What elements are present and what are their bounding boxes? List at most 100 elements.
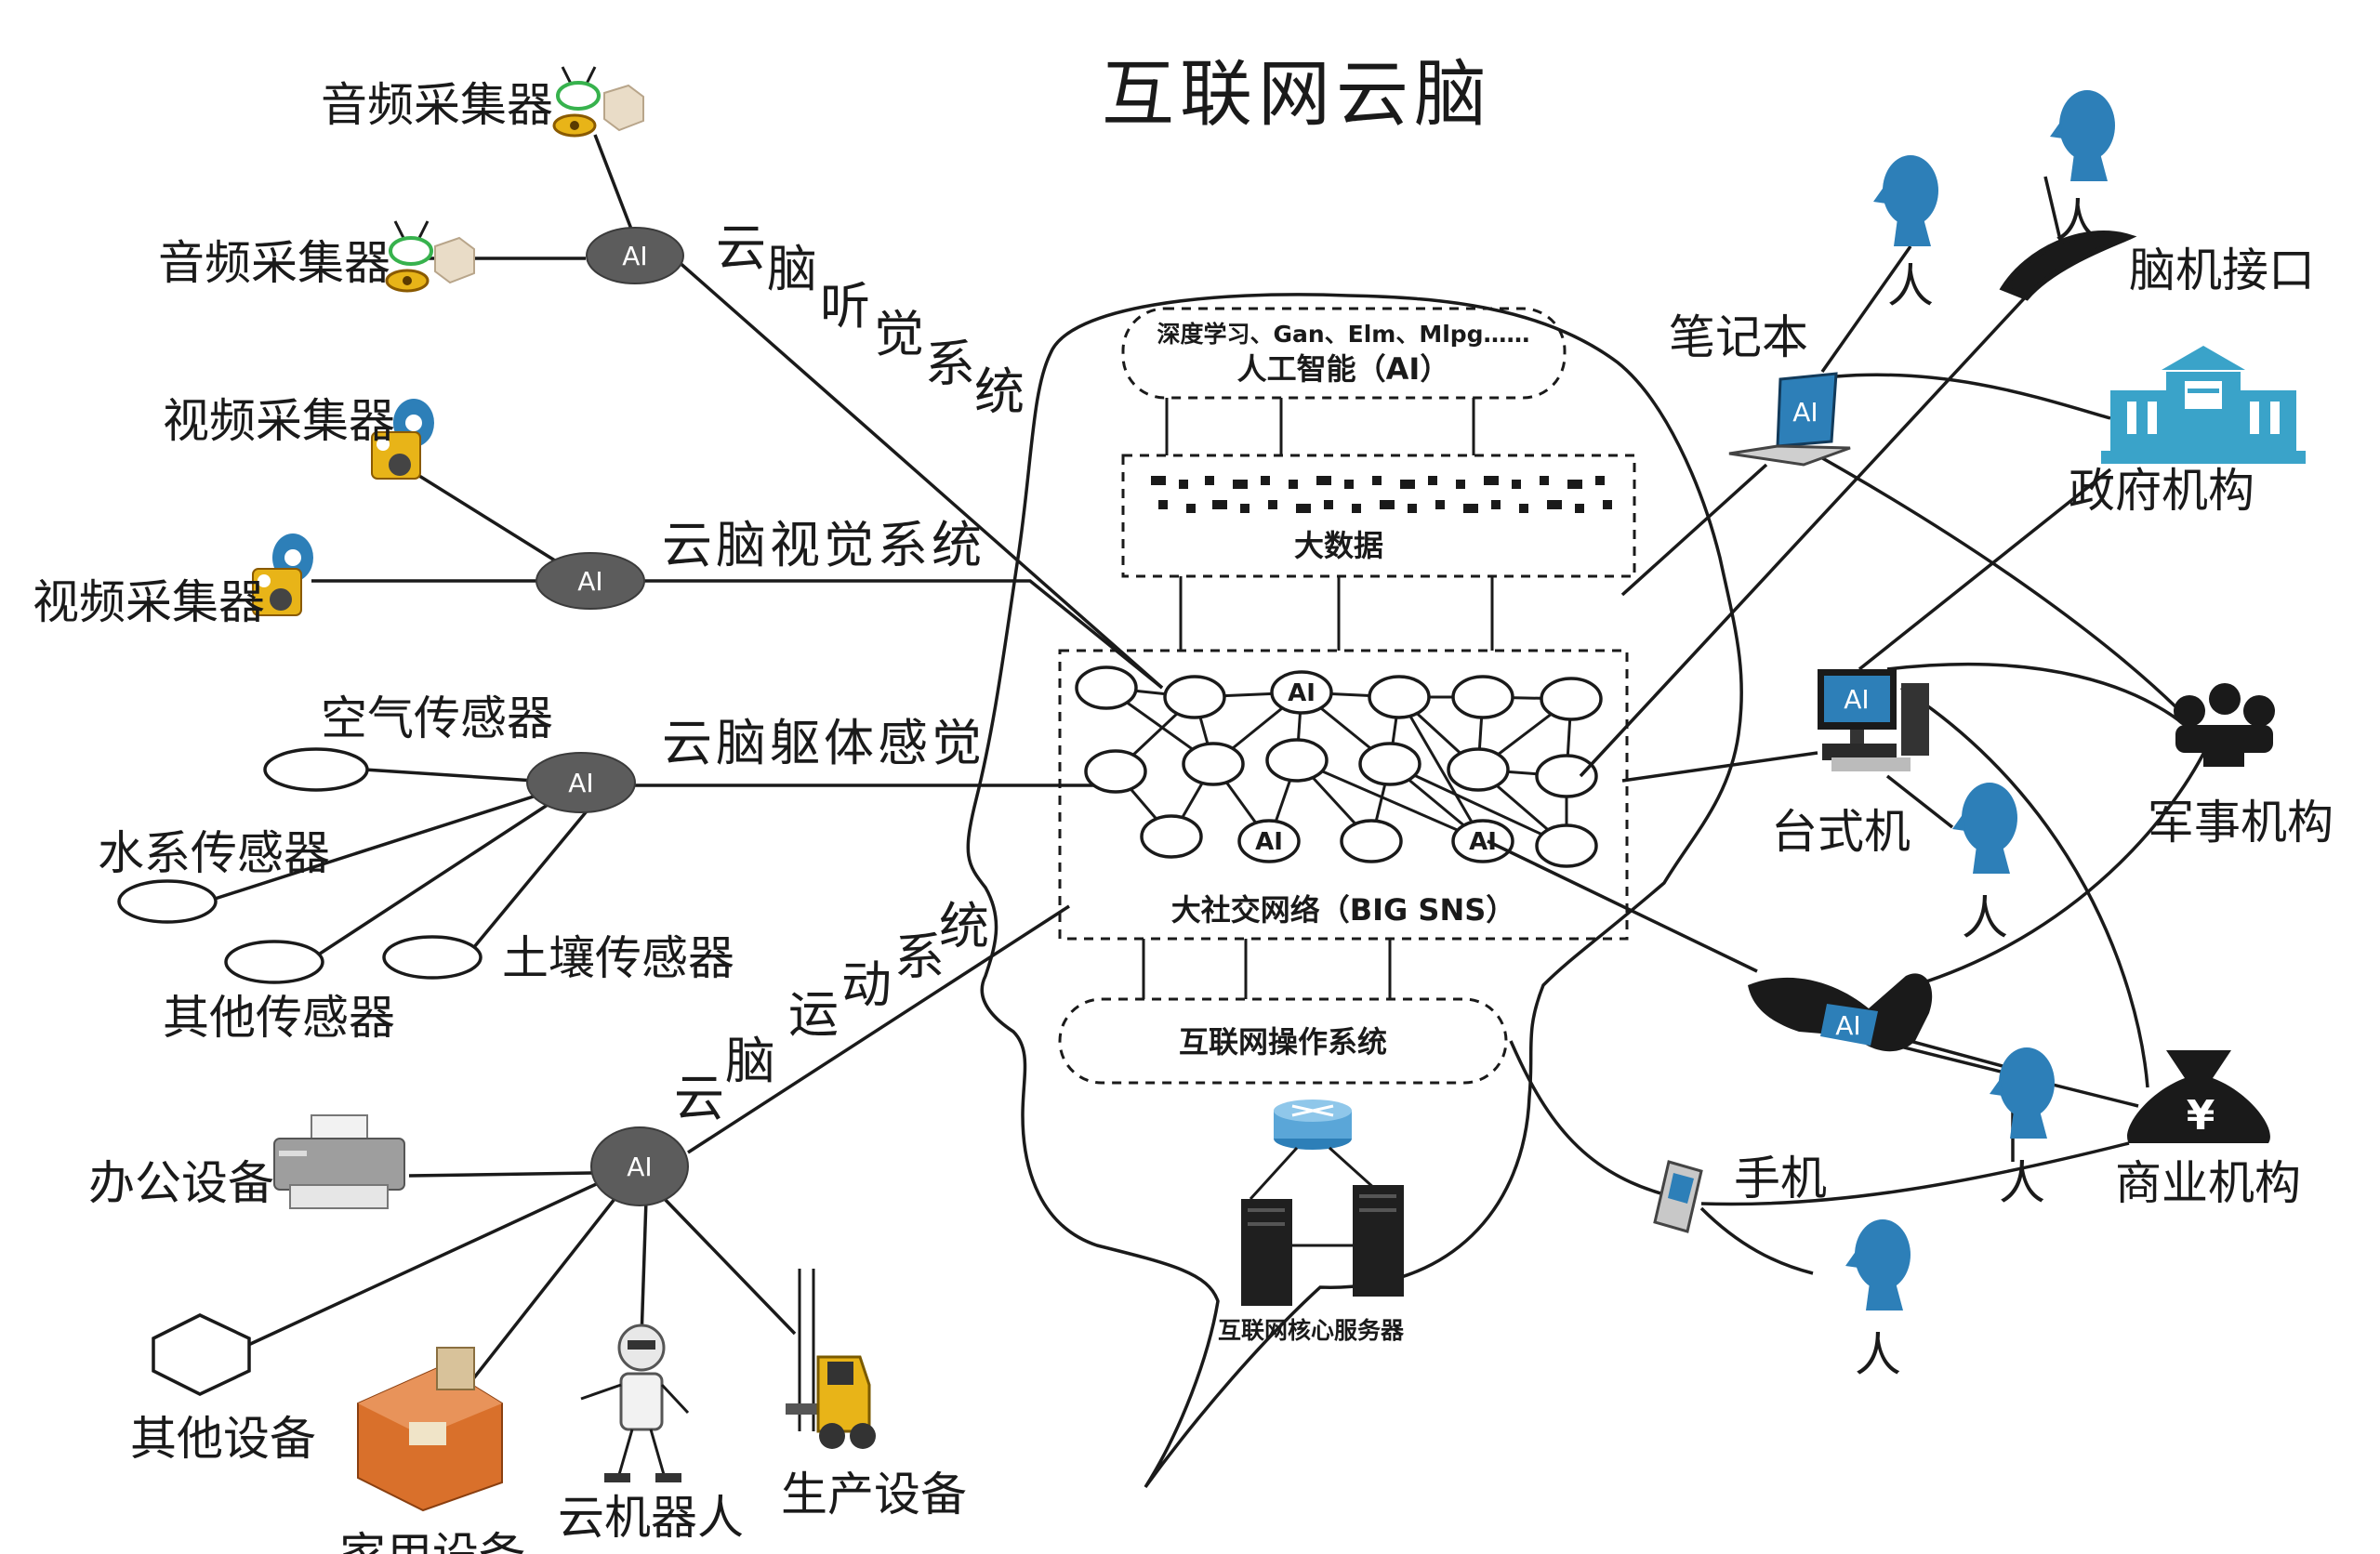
svg-text:动: 动 xyxy=(841,955,895,1014)
somatic-system-label: 云脑躯体感觉 xyxy=(662,714,985,772)
laptop-label: 笔记本 xyxy=(1669,310,1808,364)
person-icon-face xyxy=(1990,1078,2003,1096)
sns-ai-node-1 xyxy=(1270,670,1333,715)
big-data-dot xyxy=(1547,500,1562,509)
big-data-dot xyxy=(1512,480,1521,489)
video-collector-1-label: 视频采集器 xyxy=(163,394,395,448)
big-data-dot xyxy=(1400,480,1415,489)
visual-system-label: 云脑视觉系统 xyxy=(662,516,985,574)
person-icon-neck xyxy=(1866,1283,1903,1310)
person-icon-neck xyxy=(2070,153,2108,181)
soil-sensor-node xyxy=(382,935,483,980)
svg-text:系: 系 xyxy=(925,335,979,393)
big-data-dot xyxy=(1151,476,1166,485)
audio-collector-2-label: 音频采集器 xyxy=(158,236,390,290)
person-label-4: 人 xyxy=(1999,1156,2045,1210)
person-icon xyxy=(2059,90,2115,161)
person-icon-face xyxy=(1873,186,1886,204)
motor-system-label: 云 脑 运 动 系 统 xyxy=(674,897,989,1127)
ai-hub-audio xyxy=(586,227,684,284)
office-equipment-label: 办公设备 xyxy=(88,1156,274,1210)
ai-hub-devices-label: AI xyxy=(627,1152,652,1182)
svg-text:AI: AI xyxy=(1844,684,1869,715)
person-label-3: 人 xyxy=(1962,891,2008,945)
svg-text:AI: AI xyxy=(1835,1010,1860,1041)
big-data-dot xyxy=(1205,476,1214,485)
big-data-dot xyxy=(1261,476,1270,485)
video-collector-2-icon xyxy=(252,533,313,616)
big-data-dot xyxy=(1540,476,1549,485)
business-label: 商业机构 xyxy=(2115,1156,2301,1210)
big-data-dot xyxy=(1435,500,1445,509)
diagram-title: 互联网云脑 xyxy=(1102,53,1492,137)
video-collector-1-icon xyxy=(371,399,434,480)
svg-text:AI: AI xyxy=(1792,397,1818,428)
big-data-dot xyxy=(1519,504,1528,513)
person-icons xyxy=(1845,90,2115,1310)
internet-os-box xyxy=(1058,997,1508,1085)
big-data-dot xyxy=(1186,504,1196,513)
core-servers-label: 互联网核心服务器 xyxy=(1218,1317,1405,1344)
person-label-5: 人 xyxy=(1855,1328,1901,1382)
svg-text:脑: 脑 xyxy=(767,240,821,298)
printer-icon xyxy=(273,1114,405,1209)
desktop-computer-icon: AI xyxy=(1818,669,1929,771)
home-equipment-icon xyxy=(357,1347,503,1512)
person-icon-neck xyxy=(1894,218,1931,246)
person-icon xyxy=(1883,155,1938,226)
cloud-robot-label: 云机器人 xyxy=(558,1491,744,1545)
sns-network-nodes xyxy=(1075,665,1603,868)
money-bag-icon: ¥ xyxy=(2127,1050,2270,1143)
bci-headset-icon xyxy=(1999,230,2137,301)
person-icon-neck xyxy=(1973,846,2010,874)
person-icon xyxy=(1999,1047,2055,1118)
svg-text:系: 系 xyxy=(894,928,948,986)
soil-sensor-label: 土壤传感器 xyxy=(502,931,734,985)
big-data-dot xyxy=(1408,504,1417,513)
server-rack-icon-2 xyxy=(1353,1185,1404,1297)
big-data-dot xyxy=(1212,500,1227,509)
svg-text:运: 运 xyxy=(788,985,842,1044)
big-data-dot xyxy=(1352,504,1361,513)
sns-ai-node-3 xyxy=(1451,819,1514,863)
home-equipment-label: 家用设备 xyxy=(339,1528,525,1554)
big-data-dot xyxy=(1158,500,1168,509)
air-sensor-node xyxy=(263,747,369,792)
military-icon xyxy=(2174,683,2275,767)
big-data-dot xyxy=(1491,500,1501,509)
phone-label: 手机 xyxy=(1734,1152,1827,1205)
server-rack-icon-1 xyxy=(1241,1199,1292,1306)
big-data-dot xyxy=(1428,476,1437,485)
big-data-dot xyxy=(1380,500,1395,509)
other-equipment-node xyxy=(152,1313,251,1396)
big-data-dot xyxy=(1240,504,1250,513)
svg-text:觉: 觉 xyxy=(874,305,928,363)
vr-glasses-icon: AI xyxy=(1748,973,1933,1052)
router-icon xyxy=(1274,1100,1352,1150)
person-icon-face xyxy=(1845,1250,1858,1268)
big-data-dot xyxy=(1233,480,1248,489)
ai-hub-video-label: AI xyxy=(577,566,602,597)
big-data-dots xyxy=(1151,476,1612,513)
person-icon-neck xyxy=(2010,1111,2047,1139)
big-data-dot xyxy=(1296,504,1311,513)
big-data-dot xyxy=(1567,480,1582,489)
military-label: 军事机构 xyxy=(2148,796,2334,849)
ai-box-line2: 人工智能（AI） xyxy=(1237,351,1450,387)
big-sns-box xyxy=(1058,649,1629,941)
air-sensor-label: 空气传感器 xyxy=(321,691,553,745)
internet-os-label: 互联网操作系统 xyxy=(1179,1024,1387,1060)
robot-icon xyxy=(580,1324,690,1482)
sns-ai-node-2 xyxy=(1237,819,1301,863)
big-sns-label: 大社交网络（BIG SNS） xyxy=(1171,892,1516,928)
other-sensor-label: 其他传感器 xyxy=(163,991,395,1045)
big-data-dot xyxy=(1463,504,1478,513)
sns-ai-node-2-label: AI xyxy=(1255,828,1283,856)
audio-collector-1-label: 音频采集器 xyxy=(321,78,553,132)
svg-text:云: 云 xyxy=(674,1069,728,1127)
ai-box xyxy=(1121,307,1567,400)
big-data-dot xyxy=(1484,476,1499,485)
ai-hub-audio-label: AI xyxy=(622,241,647,271)
big-data-dot xyxy=(1289,480,1298,489)
government-label: 政府机构 xyxy=(2069,464,2254,518)
